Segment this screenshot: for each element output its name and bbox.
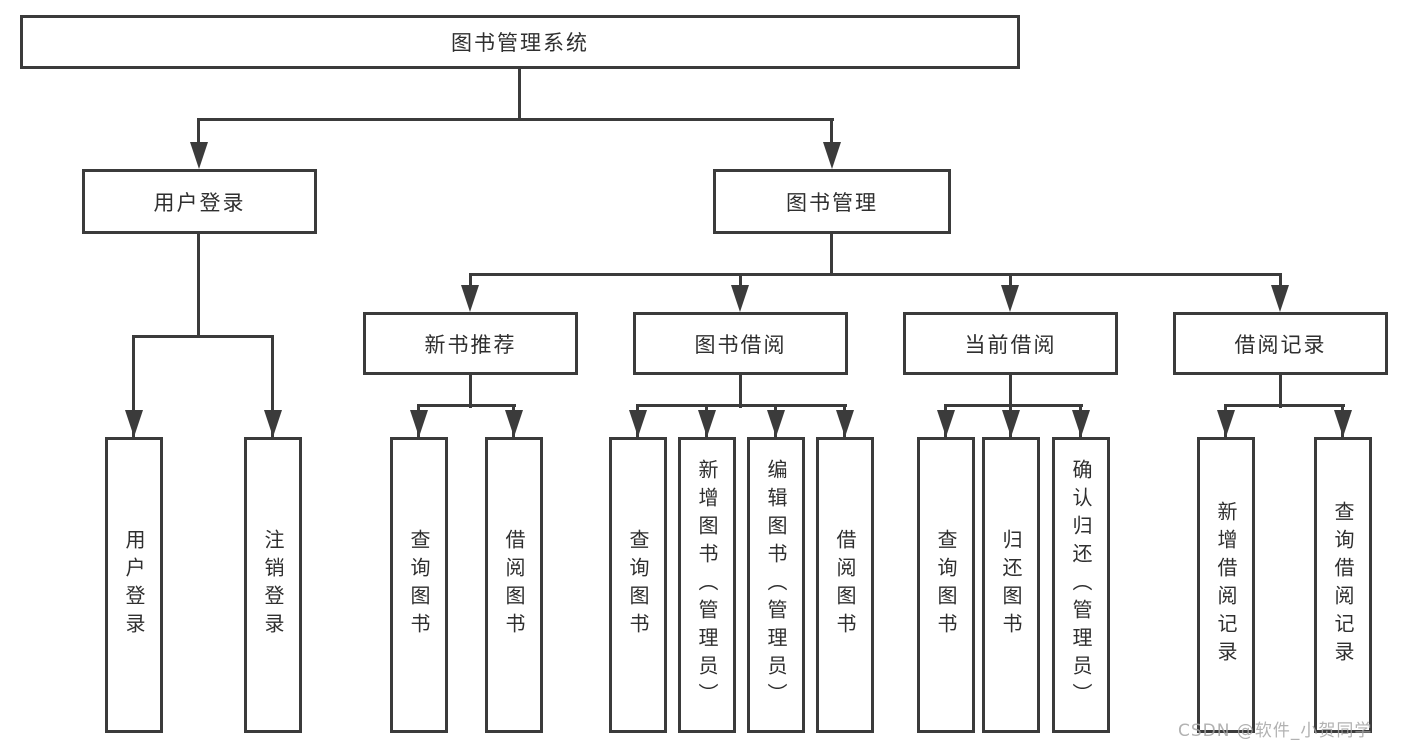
arrowhead-down-icon — [836, 410, 854, 437]
connector-level3-drop — [1279, 273, 1282, 289]
leaf-add-book-admin: 新增图书（管理员） — [678, 437, 736, 733]
leaf-borrow-books-recommend: 借阅图书 — [485, 437, 543, 733]
leaf-return-book: 归还图书 — [982, 437, 1040, 733]
connector-level2-rail — [197, 118, 834, 121]
node-borrow-records: 借阅记录 — [1173, 312, 1388, 375]
connector-leaf-drop — [271, 335, 274, 437]
connector-group-rail — [417, 404, 516, 407]
connector-book-management-drop — [830, 118, 833, 146]
node-user-login: 用户登录 — [82, 169, 317, 234]
arrowhead-down-icon — [767, 410, 785, 437]
arrowhead-down-icon — [505, 410, 523, 437]
arrowhead-down-icon — [1002, 410, 1020, 437]
node-new-book-recommend: 新书推荐 — [363, 312, 578, 375]
arrowhead-down-icon — [125, 410, 143, 437]
connector-group-rail — [944, 404, 1083, 407]
leaf-add-borrow-record: 新增借阅记录 — [1197, 437, 1255, 733]
node-current-borrow: 当前借阅 — [903, 312, 1118, 375]
connector-group-rail — [636, 404, 847, 407]
arrowhead-down-icon — [1001, 285, 1019, 312]
node-book-management: 图书管理 — [713, 169, 951, 234]
connector-user-login-rail — [132, 335, 274, 338]
arrowhead-down-icon — [731, 285, 749, 312]
arrowhead-down-icon — [190, 142, 208, 169]
connector-user-login-drop — [197, 118, 200, 146]
arrowhead-down-icon — [264, 410, 282, 437]
leaf-query-books-current: 查询图书 — [917, 437, 975, 733]
arrowhead-down-icon — [1217, 410, 1235, 437]
leaf-borrow-books: 借阅图书 — [816, 437, 874, 733]
leaf-query-borrow-record: 查询借阅记录 — [1314, 437, 1372, 733]
leaf-query-books-borrow: 查询图书 — [609, 437, 667, 733]
arrowhead-down-icon — [1072, 410, 1090, 437]
arrowhead-down-icon — [1334, 410, 1352, 437]
arrowhead-down-icon — [1271, 285, 1289, 312]
leaf-confirm-return-admin: 确认归还（管理员） — [1052, 437, 1110, 733]
arrowhead-down-icon — [461, 285, 479, 312]
connector-level3-rail — [469, 273, 1282, 276]
csdn-watermark: CSDN @软件_小贺同学 — [1178, 721, 1373, 741]
connector-group-stem — [1279, 375, 1282, 408]
node-library-management-system: 图书管理系统 — [20, 15, 1020, 69]
connector-user-login-stem — [197, 234, 200, 337]
connector-leaf-drop — [132, 335, 135, 437]
leaf-query-books-recommend: 查询图书 — [390, 437, 448, 733]
arrowhead-down-icon — [823, 142, 841, 169]
node-book-borrow: 图书借阅 — [633, 312, 848, 375]
arrowhead-down-icon — [698, 410, 716, 437]
leaf-logout: 注销登录 — [244, 437, 302, 733]
arrowhead-down-icon — [629, 410, 647, 437]
connector-level3-drop — [469, 273, 472, 289]
connector-group-stem — [739, 375, 742, 408]
connector-level3-drop — [739, 273, 742, 289]
connector-group-rail — [1224, 404, 1345, 407]
connector-root-stem — [518, 69, 521, 120]
connector-group-stem — [469, 375, 472, 408]
connector-level3-drop — [1009, 273, 1012, 289]
leaf-edit-book-admin: 编辑图书（管理员） — [747, 437, 805, 733]
arrowhead-down-icon — [410, 410, 428, 437]
connector-group-stem — [1009, 375, 1012, 408]
arrowhead-down-icon — [937, 410, 955, 437]
leaf-user-login: 用户登录 — [105, 437, 163, 733]
connector-book-management-stem — [830, 234, 833, 275]
